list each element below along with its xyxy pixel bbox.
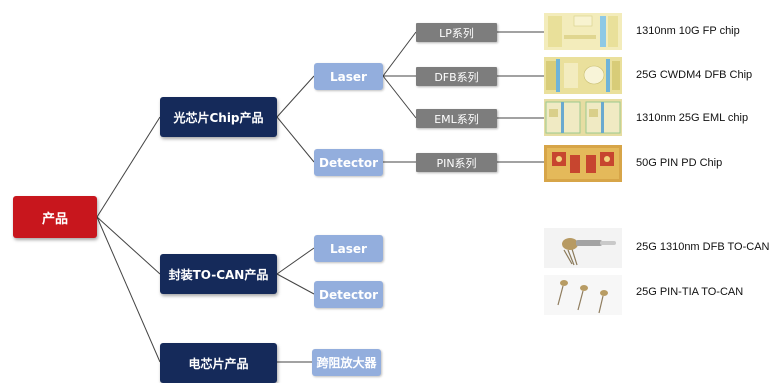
- category-optical-chip: 光芯片Chip产品: [160, 97, 277, 137]
- series-label: EML系列: [434, 112, 479, 126]
- pin-tia-to-can-photo: [544, 275, 622, 315]
- connector-root-ic: [96, 216, 161, 363]
- subcategory-chip-detector: Detector: [314, 149, 383, 176]
- subcategory-label: Detector: [319, 287, 378, 302]
- connector-chip-laser: [276, 75, 315, 118]
- product-label: 25G 1310nm DFB TO-CAN: [636, 241, 770, 253]
- connector-chip-detector: [276, 116, 315, 163]
- connector-tocan-laser: [276, 247, 315, 275]
- series-label: LP系列: [439, 26, 474, 40]
- subcategory-label: 跨阻放大器: [316, 356, 377, 370]
- product-label: 50G PIN PD Chip: [636, 157, 723, 169]
- product-label: 1310nm 25G EML chip: [636, 112, 749, 124]
- category-label: 电芯片产品: [188, 356, 249, 371]
- series-label: DFB系列: [434, 70, 479, 84]
- subcategory-label: Detector: [319, 155, 378, 170]
- product-label: 1310nm 10G FP chip: [636, 25, 740, 37]
- subcategory-chip-laser: Laser: [314, 63, 383, 90]
- fp-chip-photo: [544, 13, 622, 50]
- category-label: 光芯片Chip产品: [173, 110, 264, 125]
- root-label: 产品: [41, 211, 68, 227]
- subcategory-label: Laser: [330, 69, 367, 84]
- series-eml: EML系列: [416, 109, 497, 128]
- subcategory-tia: 跨阻放大器: [312, 349, 381, 376]
- connector-root-tocan: [96, 216, 161, 275]
- connector-root-chip: [96, 116, 161, 218]
- dfb-to-can-photo: [544, 228, 622, 268]
- category-electrical-chip: 电芯片产品: [160, 343, 277, 383]
- category-label: 封装TO-CAN产品: [168, 267, 269, 282]
- root-node: 产品: [13, 196, 97, 238]
- subcategory-tocan-detector: Detector: [314, 281, 383, 308]
- series-pin: PIN系列: [416, 153, 497, 172]
- series-lp: LP系列: [416, 23, 497, 42]
- product-label: 25G CWDM4 DFB Chip: [636, 69, 753, 81]
- series-label: PIN系列: [436, 156, 477, 170]
- connector-tocan-detector: [276, 273, 315, 295]
- pin-pd-chip-photo: [544, 145, 622, 182]
- product-label: 25G PIN-TIA TO-CAN: [636, 286, 744, 298]
- eml-chip-photo: [544, 99, 622, 136]
- category-to-can: 封装TO-CAN产品: [160, 254, 277, 294]
- subcategory-tocan-laser: Laser: [314, 235, 383, 262]
- series-dfb: DFB系列: [416, 67, 497, 86]
- subcategory-label: Laser: [330, 241, 367, 256]
- connector-laser-lp: [382, 31, 417, 77]
- dfb-chip-photo: [544, 57, 622, 94]
- connector-laser-eml: [382, 75, 417, 119]
